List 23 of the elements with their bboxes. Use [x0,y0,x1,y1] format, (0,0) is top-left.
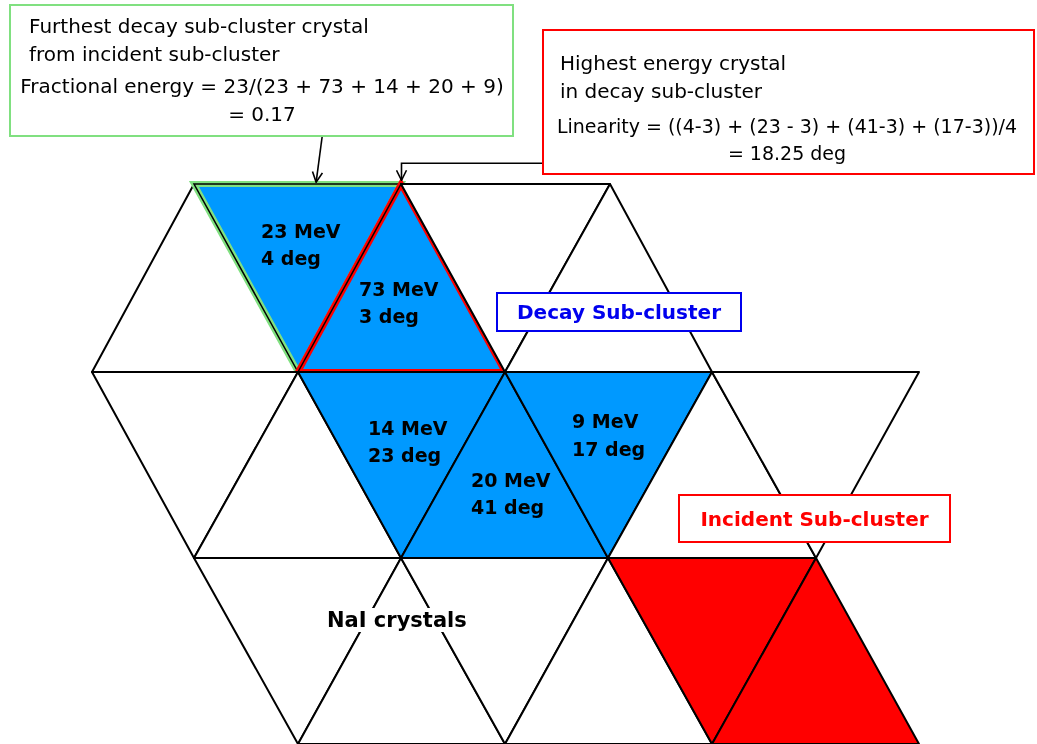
angle-value: 17 deg [572,438,646,460]
diagram-label: NaI crystals [325,608,469,632]
group-label: Incident Sub-cluster [700,506,929,531]
energy-value: 9 MeV [572,410,639,432]
formula-text: Linearity = ((4-3) + (23 - 3) + (41-3) + (17-3))/4 = 18.25 deg [555,114,1019,166]
callout-heading: Highest energy crystal in decay sub-cluster [560,50,788,105]
group-label-box [678,494,951,543]
energy-value: 20 MeV [471,469,551,491]
arrow [395,162,543,182]
angle-value: 41 deg [471,496,545,518]
formula-text: Fractional energy = 23/(23 + 73 + 14 + 20 + 9) = 0.17 [19,73,505,128]
arrow [311,136,324,183]
angle-value: 23 deg [368,444,442,466]
energy-value: 73 MeV [359,278,439,300]
callout-box [542,29,1035,175]
angle-value: 3 deg [359,305,419,327]
energy-value: 23 MeV [261,220,341,242]
callout-box [9,4,514,137]
angle-value: 4 deg [261,247,321,269]
group-label-box [496,292,742,332]
callout-heading: Furthest decay sub-cluster crystal from incident sub-cluster [29,13,370,68]
group-label: Decay Sub-cluster [517,300,721,324]
energy-value: 14 MeV [368,417,448,439]
